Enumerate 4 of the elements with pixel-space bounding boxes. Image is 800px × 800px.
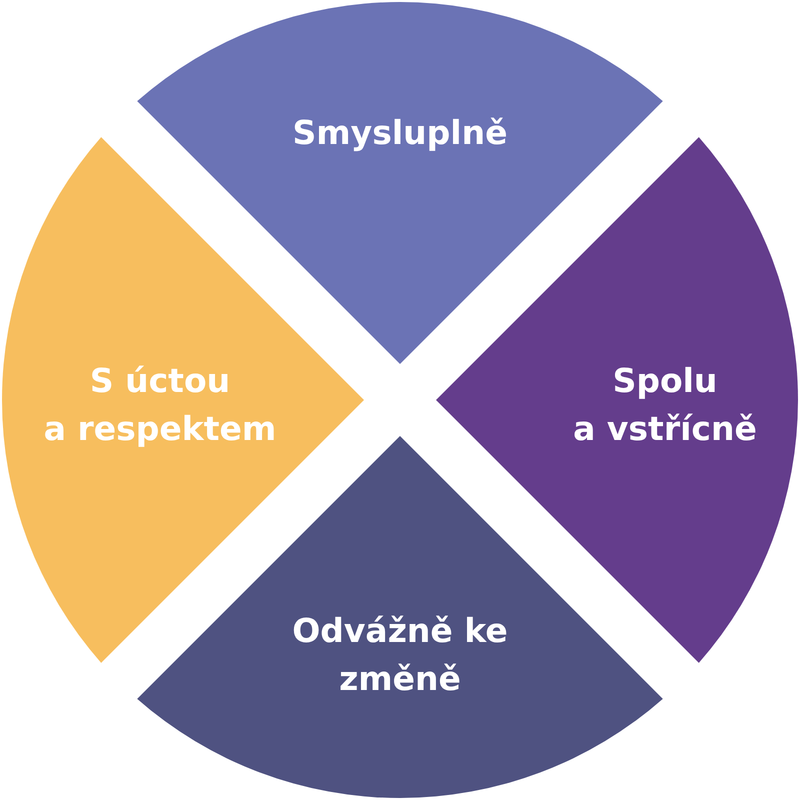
segment-label: Smysluplně bbox=[292, 112, 508, 154]
segment-label: Odvážně ke změně bbox=[291, 610, 509, 700]
segment-label: Spolu a vstřícně bbox=[572, 360, 758, 450]
segment-label: S úctou a respektem bbox=[42, 360, 278, 450]
